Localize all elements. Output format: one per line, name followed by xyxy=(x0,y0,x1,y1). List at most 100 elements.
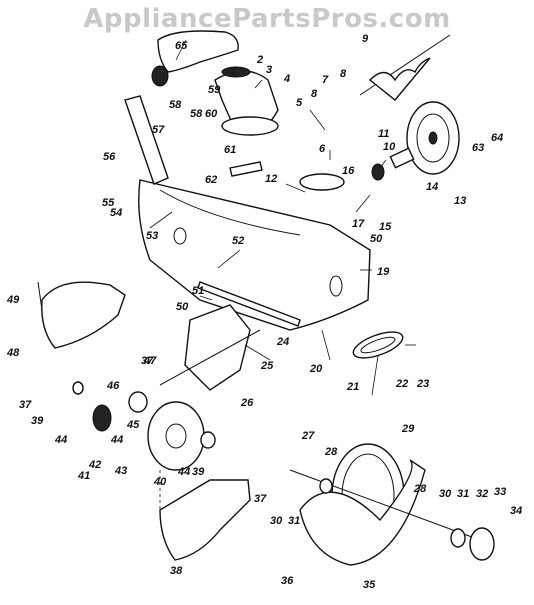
callout: 8 xyxy=(340,68,347,80)
callout: 50 xyxy=(176,301,189,313)
callout: 7 xyxy=(322,74,329,86)
callout: 43 xyxy=(114,465,127,477)
drive-belt-inner xyxy=(360,336,396,354)
callout: 41 xyxy=(77,470,90,482)
gear xyxy=(147,401,205,471)
callout: 50 xyxy=(370,233,383,245)
callout: 65 xyxy=(175,40,188,52)
callout: 34 xyxy=(510,505,522,517)
callout: 33 xyxy=(494,486,506,498)
callout: 52 xyxy=(232,235,244,247)
callout: 17 xyxy=(352,218,365,230)
callout: 54 xyxy=(110,207,122,219)
callout: 53 xyxy=(146,230,158,242)
callout: 64 xyxy=(491,132,503,144)
bushing-32 xyxy=(450,528,466,548)
callout: 38 xyxy=(170,565,183,577)
callout: 28 xyxy=(413,483,427,495)
callout: 44 xyxy=(110,434,123,446)
callout: 51 xyxy=(192,285,204,297)
callout: 44 xyxy=(54,434,67,446)
watermark: AppliancePartsPros.com xyxy=(83,4,451,34)
callout: 2 xyxy=(256,54,263,66)
callout: 62 xyxy=(205,174,217,186)
callout: 59 xyxy=(208,84,221,96)
callout: 61 xyxy=(224,144,236,156)
callout: 26 xyxy=(240,397,254,409)
callout: 16 xyxy=(342,165,355,177)
spacer xyxy=(389,147,415,169)
callout: 39 xyxy=(31,415,44,427)
callout: 46 xyxy=(106,380,120,392)
gear-cover xyxy=(41,281,126,349)
callout: 56 xyxy=(103,151,116,163)
pulley-hub xyxy=(428,131,438,145)
housing-left-hole xyxy=(173,227,187,245)
pulley-inner xyxy=(416,113,450,163)
bushing-39 xyxy=(200,431,216,449)
callout: 60 xyxy=(205,108,218,120)
bushing-46 xyxy=(128,391,148,413)
lower-gear-case xyxy=(159,479,251,561)
callout: 21 xyxy=(346,381,359,393)
chute-ring xyxy=(221,66,251,78)
auger-blade xyxy=(299,459,426,566)
callout: 37 xyxy=(254,493,267,505)
callout: 10 xyxy=(383,141,396,153)
callout: 23 xyxy=(416,378,429,390)
worm-gear xyxy=(92,404,112,432)
callout: 37 xyxy=(19,399,32,411)
auger-housing xyxy=(138,179,371,331)
callout: 63 xyxy=(472,142,484,154)
callout: 55 xyxy=(102,197,115,209)
callout: 35 xyxy=(363,579,376,591)
gear-hub xyxy=(165,423,187,449)
bolt-49 xyxy=(37,281,43,311)
callout: 40 xyxy=(153,476,167,488)
handle xyxy=(124,95,169,185)
auger-shaft xyxy=(359,34,451,96)
callout: 5 xyxy=(296,97,303,109)
drive-belt xyxy=(352,331,404,359)
callout: 14 xyxy=(426,181,438,193)
callout: 30 xyxy=(270,515,283,527)
callout: 36 xyxy=(281,575,294,587)
callout: 8 xyxy=(311,88,318,100)
scraper-bar xyxy=(197,281,301,327)
knob xyxy=(151,65,169,87)
callout: 29 xyxy=(401,423,415,435)
callout: 28 xyxy=(324,446,338,458)
callout: 32 xyxy=(476,488,488,500)
callout: 9 xyxy=(362,33,369,45)
callout: 31 xyxy=(288,515,300,527)
chute-plate xyxy=(229,161,263,177)
callout: 15 xyxy=(379,221,392,233)
callout: 24 xyxy=(276,336,289,348)
chute-deflector xyxy=(157,30,239,73)
impeller-shaft xyxy=(159,329,261,386)
callout: 47 xyxy=(143,355,157,367)
bearing xyxy=(371,163,385,181)
leader-lines xyxy=(149,39,416,396)
hub-flange xyxy=(469,527,495,561)
housing-right-hole xyxy=(329,275,343,297)
callout: 44 xyxy=(177,466,190,478)
callout: 3 xyxy=(266,64,272,76)
callout: 11 xyxy=(378,128,389,140)
impeller xyxy=(184,304,251,391)
callout: 58 xyxy=(169,99,182,111)
bearing-28 xyxy=(319,478,333,494)
callout: 25 xyxy=(260,360,274,372)
callout-labels: 2 3 4 5 6 7 8 8 9 10 11 12 13 14 15 16 1… xyxy=(6,33,522,591)
callout: 4 xyxy=(283,73,290,85)
callout: 58 xyxy=(190,108,203,120)
callout: 22 xyxy=(395,378,408,390)
washer-44a xyxy=(72,381,84,395)
callout: 20 xyxy=(309,363,323,375)
callout: 45 xyxy=(126,419,140,431)
callout: 27 xyxy=(301,430,315,442)
callout: 19 xyxy=(377,266,390,278)
callout: 31 xyxy=(457,488,469,500)
